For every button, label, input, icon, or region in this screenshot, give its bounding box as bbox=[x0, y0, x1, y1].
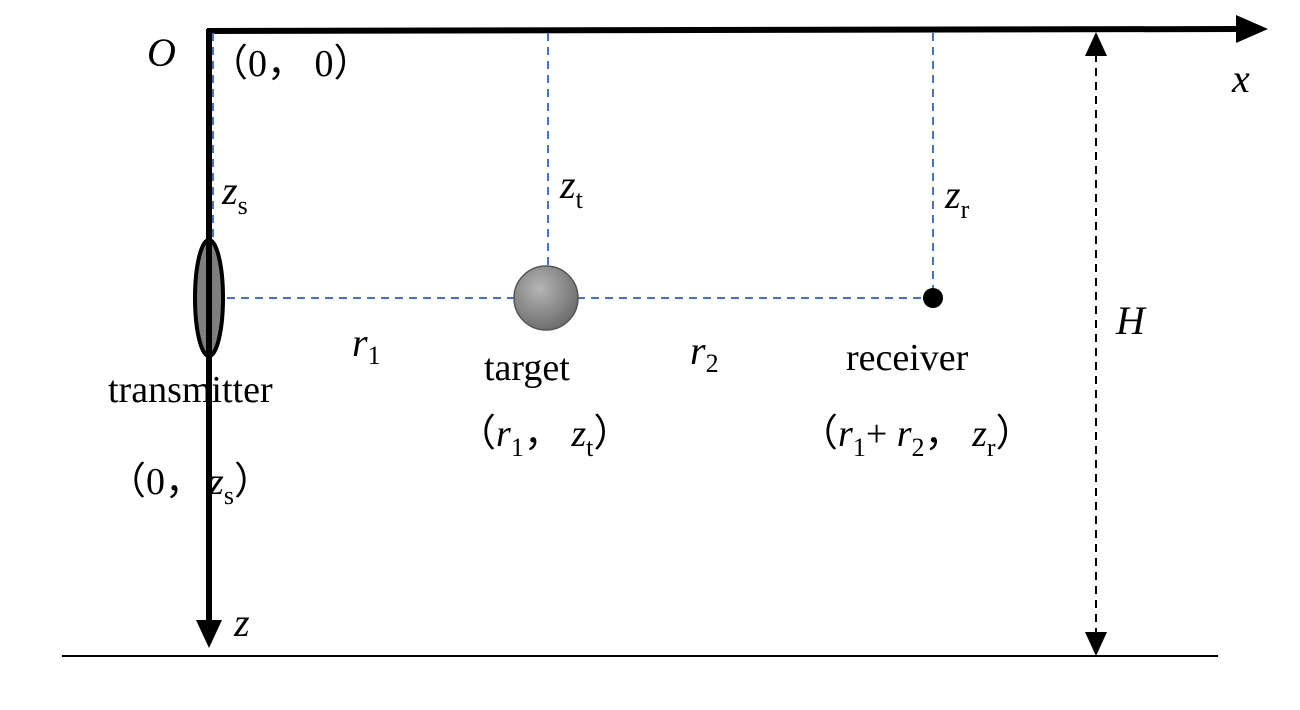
receiver-icon bbox=[923, 288, 943, 308]
transmitter-coordinate-label: （0，zs） bbox=[108, 461, 272, 510]
x-axis-label: x bbox=[1231, 56, 1250, 101]
depth-H-label: H bbox=[1115, 298, 1147, 343]
x-axis-line bbox=[206, 26, 1241, 34]
depth-dimension-top-arrowhead bbox=[1085, 32, 1107, 56]
range-r2-label: r2 bbox=[690, 328, 719, 378]
receiver-label: receiver bbox=[846, 337, 969, 379]
receiver-coordinate-label: （r1+ r2， zr） bbox=[800, 413, 1034, 462]
target-icon bbox=[513, 265, 579, 331]
origin-label: O bbox=[147, 30, 176, 75]
z-axis-arrowhead bbox=[196, 620, 222, 648]
receiver-depth-label: zr bbox=[944, 172, 970, 224]
z-axis-label: z bbox=[233, 600, 250, 645]
transmitter-label: transmitter bbox=[108, 369, 273, 411]
depth-dimension-bottom-arrowhead bbox=[1085, 632, 1107, 656]
range-r1-label: r1 bbox=[352, 320, 381, 370]
x-axis-arrowhead bbox=[1236, 15, 1268, 43]
origin-coordinate-label: （0， 0） bbox=[210, 43, 372, 85]
source-depth-label: zs bbox=[221, 168, 248, 220]
target-coordinate-label: （r1， zt） bbox=[458, 413, 631, 462]
target-depth-label: zt bbox=[559, 162, 584, 214]
target-label: target bbox=[484, 347, 570, 389]
